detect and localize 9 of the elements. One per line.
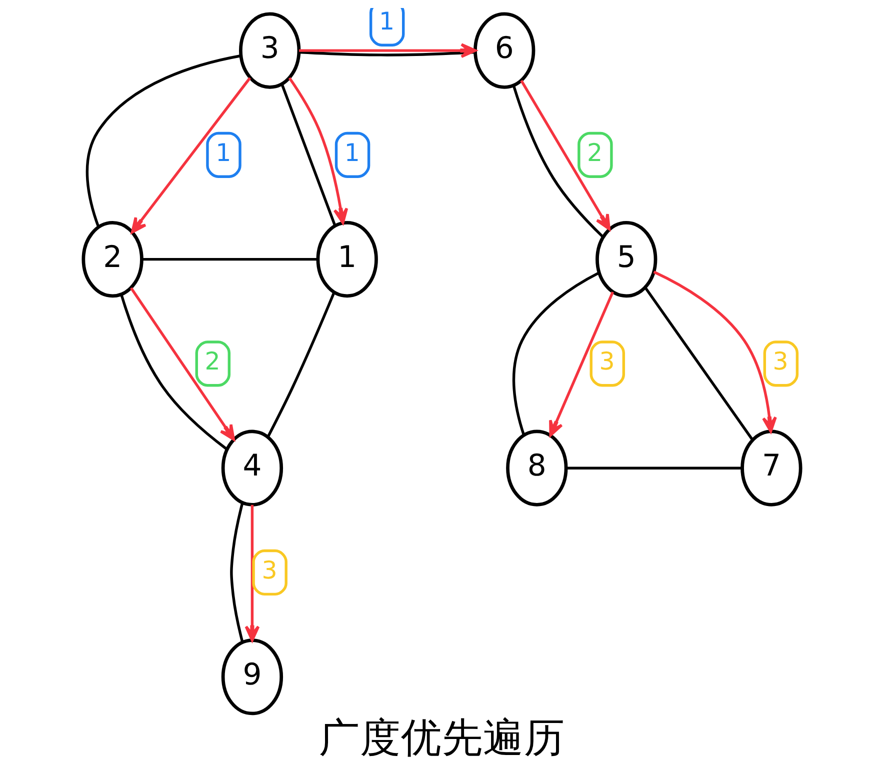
edge-label: 1 [344,138,360,167]
edge-label: 1 [216,138,232,167]
edge-label: 1 [378,6,394,36]
edge-label: 2 [204,346,220,376]
edge-label: 2 [587,138,603,167]
edge-label: 3 [262,555,278,584]
edge-label: 3 [772,346,788,376]
edge-label: 3 [599,346,615,376]
caption: 广度优先遍历 [319,713,565,762]
